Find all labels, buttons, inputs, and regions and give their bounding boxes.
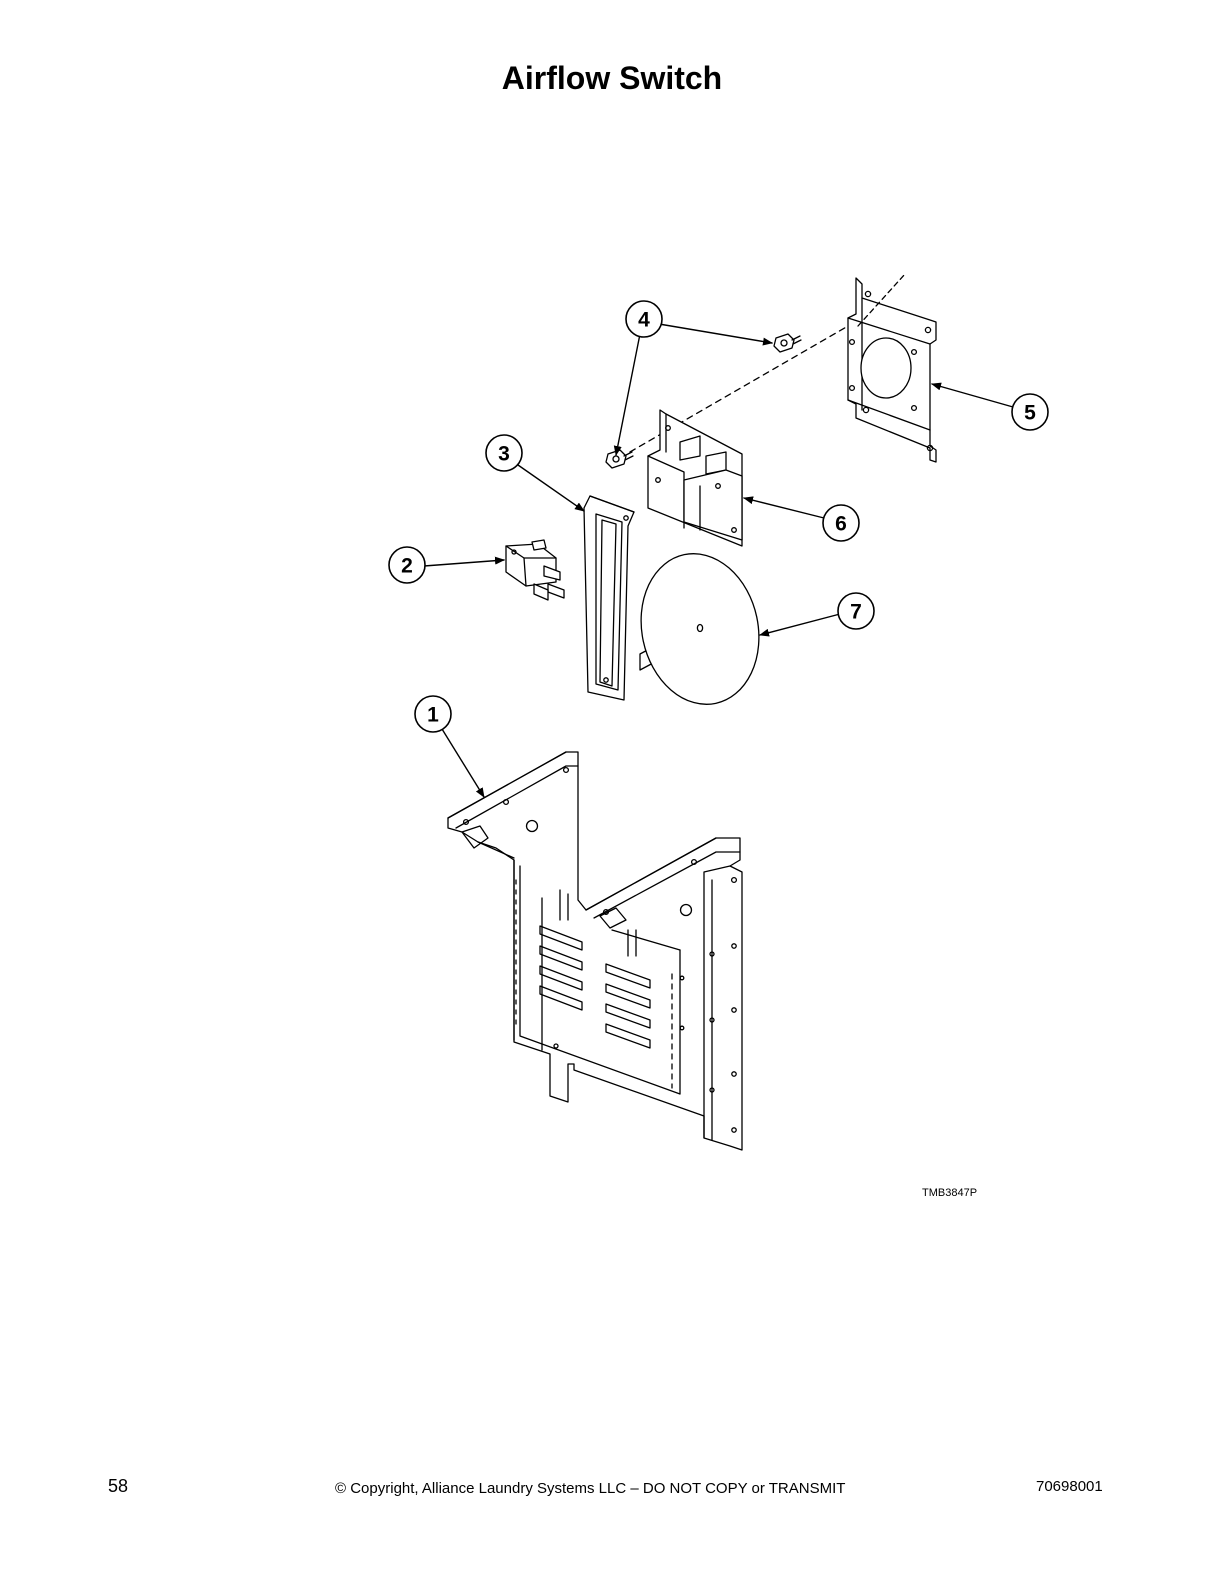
leader-2	[423, 556, 505, 567]
callout-4: 4	[625, 300, 663, 338]
leader-1	[441, 728, 485, 798]
mounting-plate-part	[447, 751, 743, 1151]
callout-3: 3	[485, 434, 523, 472]
document-number: 70698001	[1036, 1478, 1103, 1495]
mounting-bracket-part	[847, 273, 937, 463]
callout-label: 6	[835, 513, 847, 536]
leader-4a	[658, 323, 773, 346]
callout-1: 1	[414, 695, 452, 733]
actuator-arm-part	[583, 495, 635, 701]
callout-label: 7	[850, 601, 862, 624]
leader-7	[759, 613, 841, 637]
copyright-notice: © Copyright, Alliance Laundry Systems LL…	[335, 1480, 846, 1497]
page-number: 58	[108, 1476, 129, 1496]
callout-5: 5	[1011, 393, 1049, 431]
page-title: Airflow Switch	[501, 60, 723, 96]
micro-switch-part	[505, 539, 565, 601]
callout-label: 1	[427, 704, 439, 727]
callout-2: 2	[388, 546, 426, 584]
callout-label: 5	[1024, 402, 1036, 425]
callout-7: 7	[837, 592, 875, 630]
drawing-code: TMB3847P	[922, 1187, 978, 1199]
callout-label: 3	[498, 443, 510, 466]
callout-leaders	[423, 323, 1014, 798]
switch-bracket-part	[647, 409, 743, 547]
callout-6: 6	[822, 504, 860, 542]
callout-label: 2	[401, 555, 413, 578]
leader-4b	[613, 333, 641, 456]
sail-disc-part	[639, 553, 760, 705]
leader-6	[743, 496, 825, 519]
leader-3	[517, 464, 585, 512]
callout-label: 4	[638, 309, 650, 332]
screw-part	[605, 325, 849, 469]
callout-bubbles: 1 2 3 4 5 6 7	[388, 300, 1049, 733]
leader-5	[931, 382, 1014, 408]
